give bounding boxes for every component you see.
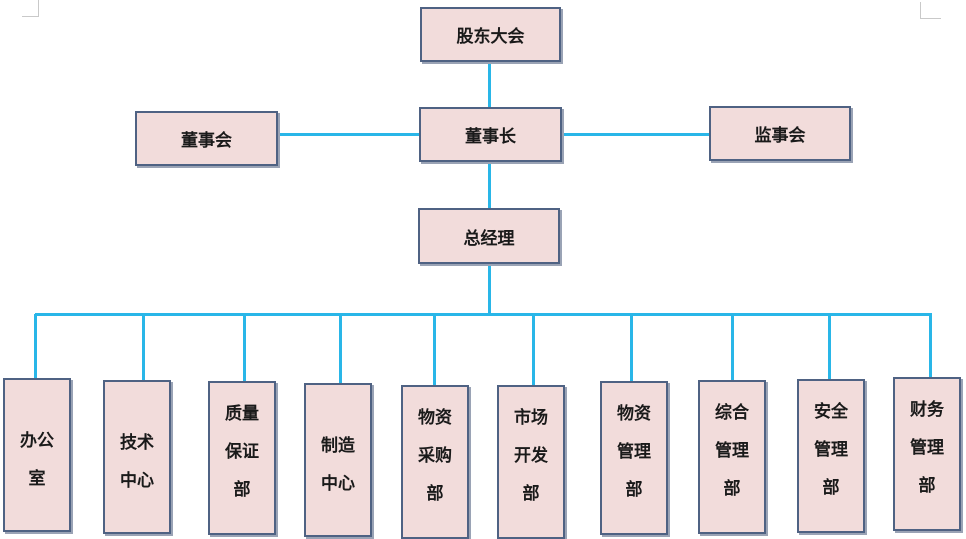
department-label-line: 管理 [814, 440, 848, 460]
connector-chairman-supervisors [561, 133, 710, 136]
department-drop-line [34, 314, 37, 380]
department-drop-line [630, 314, 633, 383]
department-label-line: 部 [723, 479, 741, 499]
board-of-directors-label: 董事会 [181, 131, 232, 151]
chairman-box: 董事长 [419, 107, 562, 162]
department-drop-line [243, 314, 246, 383]
department-label-line: 部 [822, 478, 840, 498]
department-drop-line [433, 314, 436, 387]
department-drop-line [339, 314, 342, 385]
page-corner-mark-right [920, 2, 941, 19]
department-box: 安全管理部 [797, 379, 865, 533]
department-drop-line [929, 314, 932, 379]
department-bus-line [35, 313, 932, 316]
department-label-line: 中心 [120, 471, 154, 491]
general-manager-box: 总经理 [418, 208, 560, 264]
department-label-line: 市场 [514, 408, 548, 428]
department-box: 技术中心 [103, 380, 171, 534]
department-label-line: 安全 [814, 402, 848, 422]
department-drop-line [142, 314, 145, 382]
board-of-directors-box: 董事会 [135, 111, 278, 166]
connector-gm-bus [488, 262, 491, 315]
department-label-line: 部 [522, 484, 540, 504]
department-box: 办公室 [3, 378, 71, 532]
department-label-line: 部 [918, 476, 936, 496]
department-box: 物资采购部 [401, 385, 469, 539]
department-label-line: 物资 [418, 408, 452, 428]
department-label-line: 部 [233, 480, 251, 500]
connector-chairman-gm [488, 161, 491, 209]
supervisory-board-label: 监事会 [754, 126, 806, 146]
department-label-line: 部 [426, 484, 444, 504]
chairman-label: 董事长 [465, 127, 516, 147]
department-box: 综合管理部 [698, 380, 766, 534]
department-box: 质量保证部 [208, 381, 276, 535]
department-box: 市场开发部 [497, 385, 565, 539]
department-label-line: 物资 [617, 404, 651, 424]
general-manager-label: 总经理 [463, 228, 515, 249]
department-label-line: 办公 [20, 431, 54, 451]
supervisory-board-box: 监事会 [709, 106, 851, 161]
department-label-line: 技术 [120, 433, 154, 453]
shareholders-meeting-box: 股东大会 [420, 7, 561, 62]
department-label-line: 部 [625, 480, 643, 500]
department-label-line: 开发 [514, 446, 548, 466]
connector-shareholders-chairman [488, 61, 491, 108]
department-label-line: 综合 [715, 403, 749, 423]
department-box: 物资管理部 [600, 381, 668, 535]
department-label-line: 保证 [225, 442, 259, 462]
department-label-line: 中心 [321, 474, 355, 494]
department-box: 制造中心 [304, 383, 372, 537]
department-drop-line [731, 314, 734, 382]
connector-board-chairman [277, 133, 420, 136]
page-corner-mark-left [22, 0, 39, 17]
department-label-line: 管理 [617, 442, 651, 462]
department-label-line: 财务 [910, 400, 944, 420]
department-drop-line [828, 314, 831, 381]
department-label-line: 室 [28, 469, 46, 489]
department-label-line: 管理 [910, 438, 944, 458]
department-box: 财务管理部 [893, 377, 961, 531]
department-label-line: 管理 [715, 441, 749, 461]
department-label-line: 质量 [225, 404, 259, 424]
department-label-line: 制造 [321, 436, 355, 456]
shareholders-meeting-label: 股东大会 [456, 27, 525, 47]
department-drop-line [532, 314, 535, 387]
department-label-line: 采购 [418, 446, 452, 466]
